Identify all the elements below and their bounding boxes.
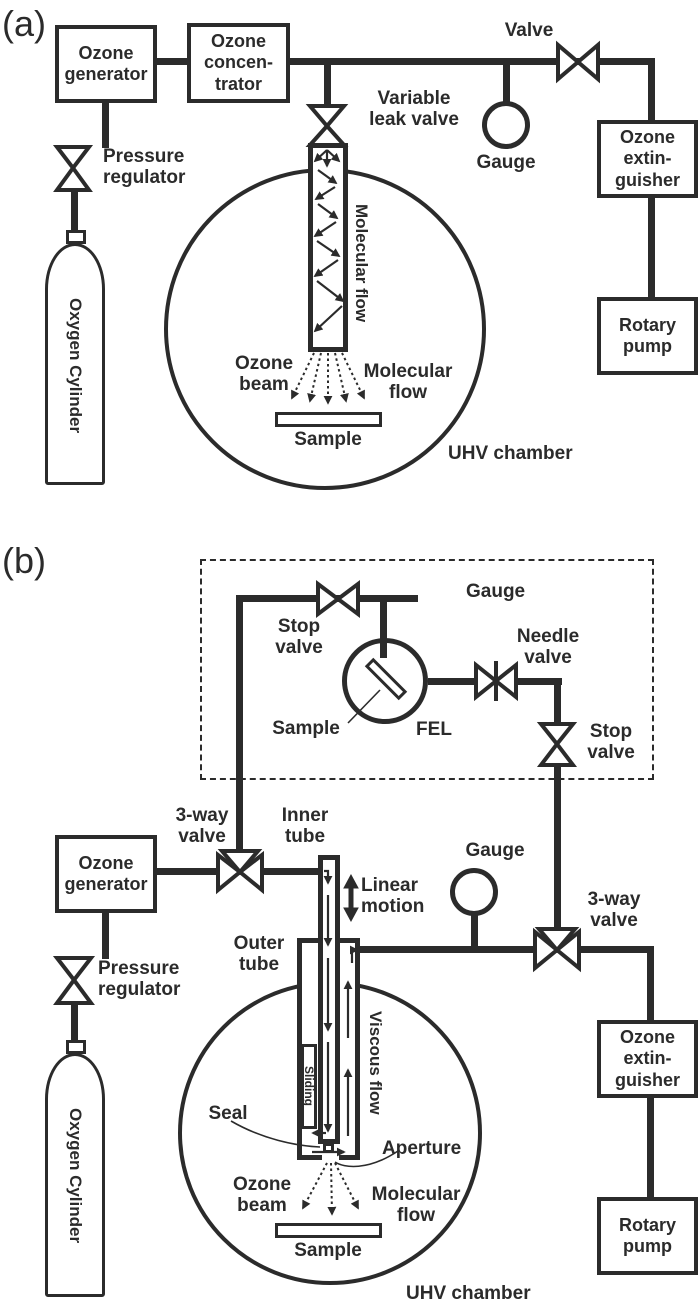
rotary-pump-box-a: Rotary pump — [597, 297, 698, 375]
linear-motion-label: Linear motion — [361, 875, 425, 918]
aperture-gap — [322, 1153, 339, 1162]
pressure-regulator-icon-b — [52, 956, 96, 1005]
pipe — [554, 763, 561, 933]
cylinder-cap-a — [66, 230, 86, 244]
fel-sample-label: Sample — [272, 718, 340, 739]
doser-tube-a — [308, 143, 348, 352]
sample-plate-a — [275, 412, 382, 427]
ozone-beam-label-b: Ozone beam — [232, 1174, 292, 1217]
three-way-valve-label-left: 3-way valve — [175, 805, 229, 848]
stop-valve-label-right: Stop valve — [587, 721, 635, 764]
variable-leak-valve-icon — [305, 104, 349, 147]
gauge-icon-b — [450, 868, 498, 916]
pipe — [428, 678, 562, 685]
pipe — [648, 62, 655, 120]
gauge-label-a: Gauge — [476, 152, 536, 173]
ozone-beam-label-a: Ozone beam — [234, 353, 294, 396]
pipe — [71, 189, 78, 233]
molecular-flow-tube-label-a: Molecular flow — [352, 204, 371, 323]
molecular-flow-beam-label-a: Molecular flow — [363, 361, 453, 404]
pipe — [102, 103, 109, 148]
pipe — [380, 600, 387, 658]
panel-b-tag: (b) — [2, 540, 46, 581]
ozone-extinguisher-box-a: Ozone extin- guisher — [597, 120, 698, 198]
aperture-label: Aperture — [382, 1138, 462, 1159]
seal-block — [323, 1143, 334, 1153]
pressure-regulator-label-b: Pressure regulator — [98, 958, 181, 1001]
pipe — [102, 913, 109, 959]
seal-label: Seal — [208, 1103, 248, 1124]
sample-label-a: Sample — [294, 429, 362, 450]
three-way-valve-icon-left — [216, 849, 264, 895]
oxygen-cylinder-b — [45, 1053, 105, 1297]
fel-label: FEL — [416, 719, 452, 740]
pipe — [71, 1002, 78, 1042]
three-way-valve-label-right: 3-way valve — [587, 889, 641, 932]
pipe — [324, 62, 331, 108]
valve-label-a: Valve — [504, 20, 554, 41]
uhv-chamber-label-a: UHV chamber — [448, 443, 573, 464]
pipe — [575, 946, 654, 953]
pipe — [358, 946, 539, 953]
fel-enclosure — [200, 559, 654, 780]
ozone-generator-box-a: Ozone generator — [55, 25, 157, 103]
uhv-chamber-label-b: UHV chamber — [406, 1283, 531, 1304]
ozone-extinguisher-box-b: Ozone extin- guisher — [597, 1020, 698, 1098]
molecular-flow-label-b: Molecular flow — [371, 1184, 461, 1227]
pipe — [157, 58, 187, 65]
oxygen-cylinder-label-a: Oxygen Cylinder — [66, 298, 85, 434]
gauge-icon-a — [482, 101, 530, 149]
gauge-label-fel: Gauge — [466, 581, 526, 602]
needle-valve-label: Needle valve — [516, 626, 580, 669]
cylinder-cap-b — [66, 1040, 86, 1054]
variable-leak-valve-label: Variable leak valve — [369, 88, 459, 131]
gauge-label-main: Gauge — [465, 840, 525, 861]
oxygen-cylinder-label-b: Oxygen Cylinder — [66, 1108, 85, 1244]
pipe — [647, 950, 654, 1022]
viscous-flow-label: Viscous flow — [366, 1010, 385, 1115]
pipe — [157, 868, 218, 875]
pipe — [262, 868, 320, 875]
pipe — [554, 678, 561, 727]
sliding-label: Sliding — [302, 1066, 316, 1106]
sample-plate-b — [275, 1223, 382, 1238]
panel-a-tag: (a) — [2, 3, 46, 44]
pipe — [236, 595, 243, 855]
pipe — [471, 914, 478, 948]
pipe — [236, 595, 418, 602]
ozone-concentrator-box-a: Ozone concen- trator — [187, 23, 290, 103]
linear-motion-arrow — [343, 873, 359, 923]
oxygen-cylinder-a — [45, 243, 105, 485]
pressure-regulator-icon-a — [52, 145, 94, 192]
sample-label-b: Sample — [294, 1240, 362, 1261]
pipe — [648, 198, 655, 297]
stop-valve-label-top: Stop valve — [275, 616, 323, 659]
pipe — [503, 62, 510, 104]
inner-tube — [318, 855, 340, 1144]
pipe — [290, 58, 655, 65]
inner-tube-label: Inner tube — [281, 805, 329, 848]
outer-tube-label: Outer tube — [233, 933, 285, 976]
pipe — [647, 1098, 654, 1199]
rotary-pump-box-b: Rotary pump — [597, 1197, 698, 1275]
three-way-valve-icon-right — [533, 927, 581, 973]
pressure-regulator-label-a: Pressure regulator — [103, 146, 186, 189]
ozone-generator-box-b: Ozone generator — [55, 835, 157, 913]
